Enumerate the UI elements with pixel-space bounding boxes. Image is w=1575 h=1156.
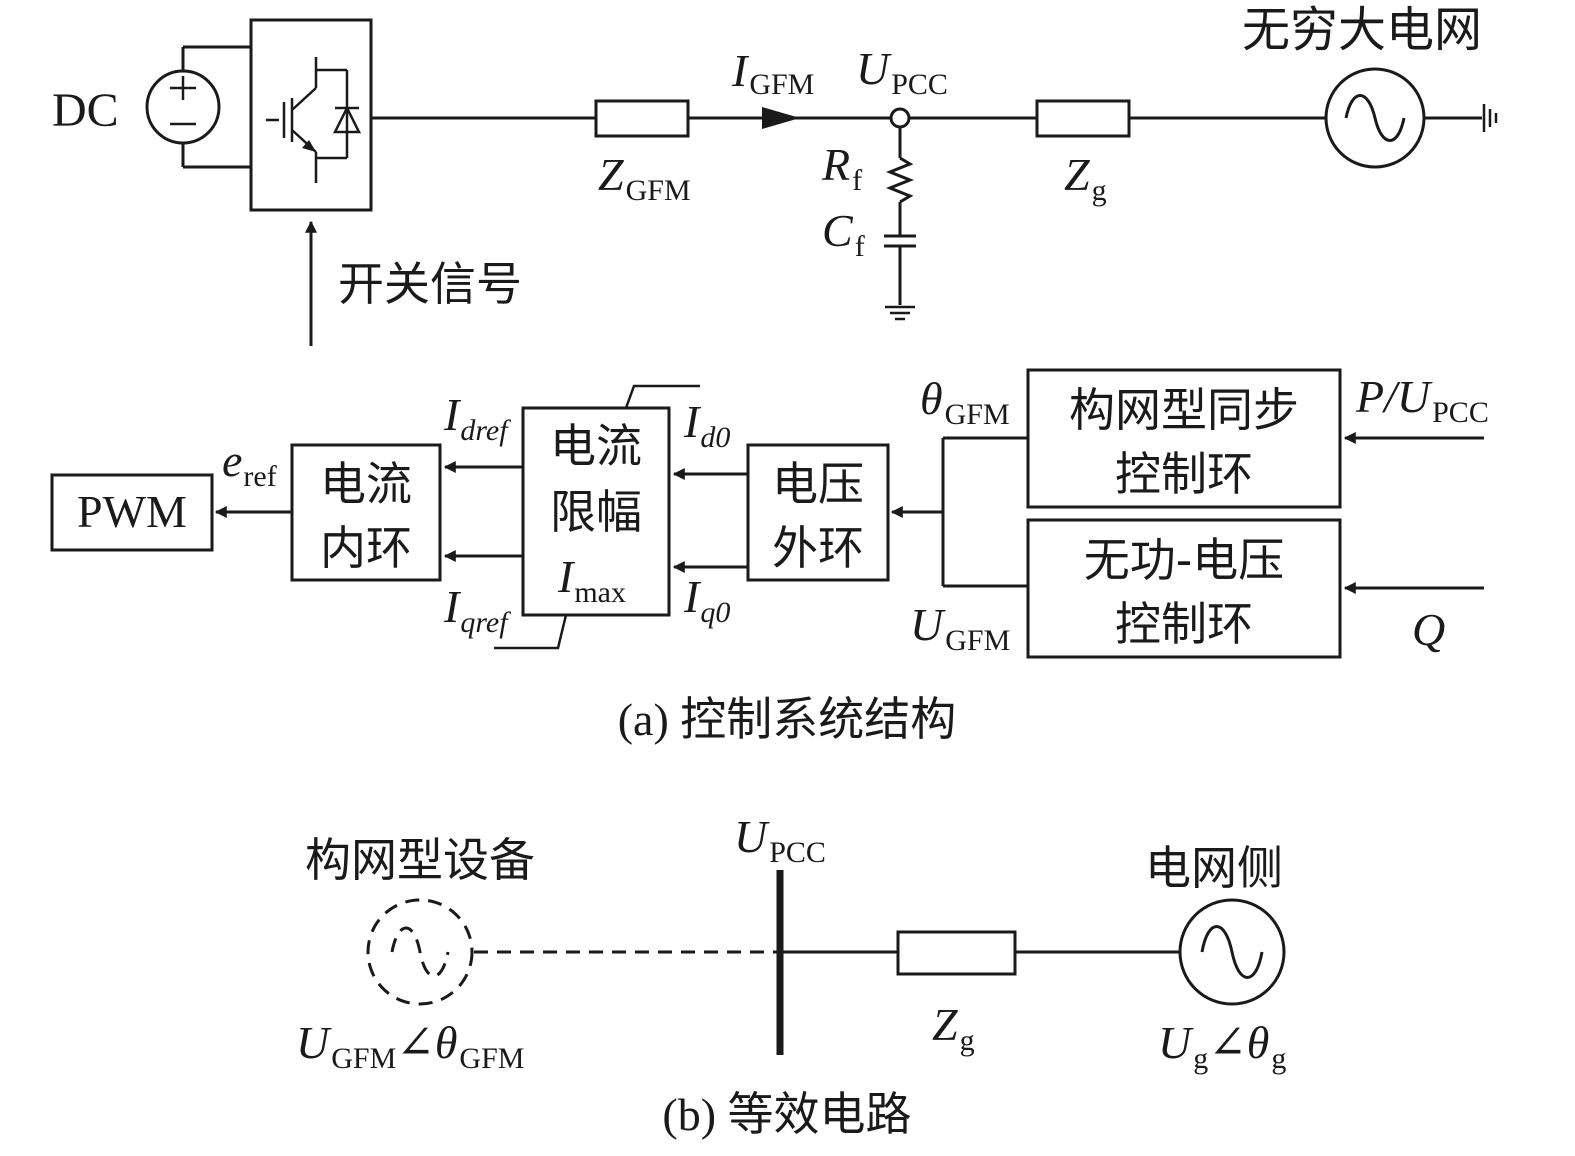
grid-voltage-angle-label: Ug∠θg: [1158, 1017, 1286, 1075]
cf-label: Cf: [822, 205, 865, 263]
id0-label: Id0: [683, 396, 730, 454]
rf-label: Rf: [821, 139, 862, 197]
imax-label: Imax: [557, 551, 626, 609]
idref-label: Idref: [443, 389, 511, 447]
gfm-device-label: 构网型设备: [305, 833, 535, 887]
p-upcc-input-label: P/UPCC: [1355, 371, 1489, 429]
limiter-line1: 电流: [550, 419, 642, 473]
equivalent-circuit: 构网型设备 UPCC Zg 电网侧 UGFM∠θGFM Ug∠θg (b) 等效…: [296, 811, 1286, 1140]
limit-upper-line: [624, 384, 700, 409]
voltage-outer-loop-block: [746, 443, 890, 582]
top-circuit: DC 开关信号: [52, 2, 1498, 346]
reactive-loop-line1: 无功-电压: [1084, 533, 1285, 587]
zg-label: Zg: [1064, 149, 1107, 207]
current-inner-loop-block: [290, 443, 442, 582]
gfm-sync-loop-block: [1026, 368, 1342, 509]
u-gfm-label: UGFM: [910, 599, 1010, 657]
sync-loop-line2: 控制环: [1115, 447, 1253, 501]
caption-b: (b) 等效电路: [662, 1089, 911, 1140]
q-input-label: Q: [1412, 604, 1445, 655]
limiter-line2: 限幅: [550, 485, 642, 539]
limit-lower-line: [494, 614, 568, 650]
eref-label: eref: [222, 435, 277, 493]
grid-source-icon: [1324, 67, 1498, 169]
pwm-block: [50, 473, 214, 552]
converter-switch-icon: [249, 18, 373, 212]
pcc-node: [889, 107, 911, 129]
gfm-voltage-angle-label: UGFM∠θGFM: [296, 1017, 524, 1075]
current-inner-line1: 电流: [320, 457, 412, 511]
current-igfm-label: IGFM: [731, 45, 814, 101]
rc-filter-branch: [884, 127, 916, 321]
reactive-loop-line2: 控制环: [1115, 597, 1253, 651]
grid-side-label: 电网侧: [1145, 841, 1283, 895]
grid-side-source-icon: [1178, 898, 1286, 1006]
eq-zg-label: Zg: [932, 999, 975, 1057]
sync-loop-line1: 构网型同步: [1069, 383, 1299, 437]
zg-impedance: [1035, 99, 1131, 138]
caption-a: (a) 控制系统结构: [618, 694, 957, 745]
theta-gfm-label: θGFM: [920, 373, 1010, 431]
dc-source: [145, 45, 251, 169]
gfm-device-dashed-source-icon: [366, 898, 474, 1006]
upcc-label: UPCC: [856, 43, 948, 101]
current-inner-line2: 内环: [320, 521, 412, 575]
eq-zg-impedance: [896, 930, 1017, 976]
control-structure: PWM eref 电流 内环 Idref Iqref 电流 限幅 Imax Id…: [50, 368, 1489, 745]
voltage-outer-line2: 外环: [772, 521, 864, 575]
dc-label: DC: [52, 84, 119, 137]
current-limiter-block: [521, 406, 671, 617]
iq0-label: Iq0: [683, 571, 730, 629]
current-direction-arrow: [762, 107, 800, 129]
iqref-label: Iqref: [443, 581, 511, 639]
z-gfm-impedance: [594, 99, 690, 138]
eq-upcc-label: UPCC: [734, 811, 826, 869]
z-gfm-label: ZGFM: [598, 149, 691, 207]
voltage-outer-line1: 电压: [772, 457, 864, 511]
grid-label: 无穷大电网: [1242, 2, 1482, 58]
reactive-voltage-loop-block: [1026, 518, 1342, 659]
switch-signal-label: 开关信号: [338, 257, 522, 311]
pwm-label: PWM: [77, 486, 187, 537]
